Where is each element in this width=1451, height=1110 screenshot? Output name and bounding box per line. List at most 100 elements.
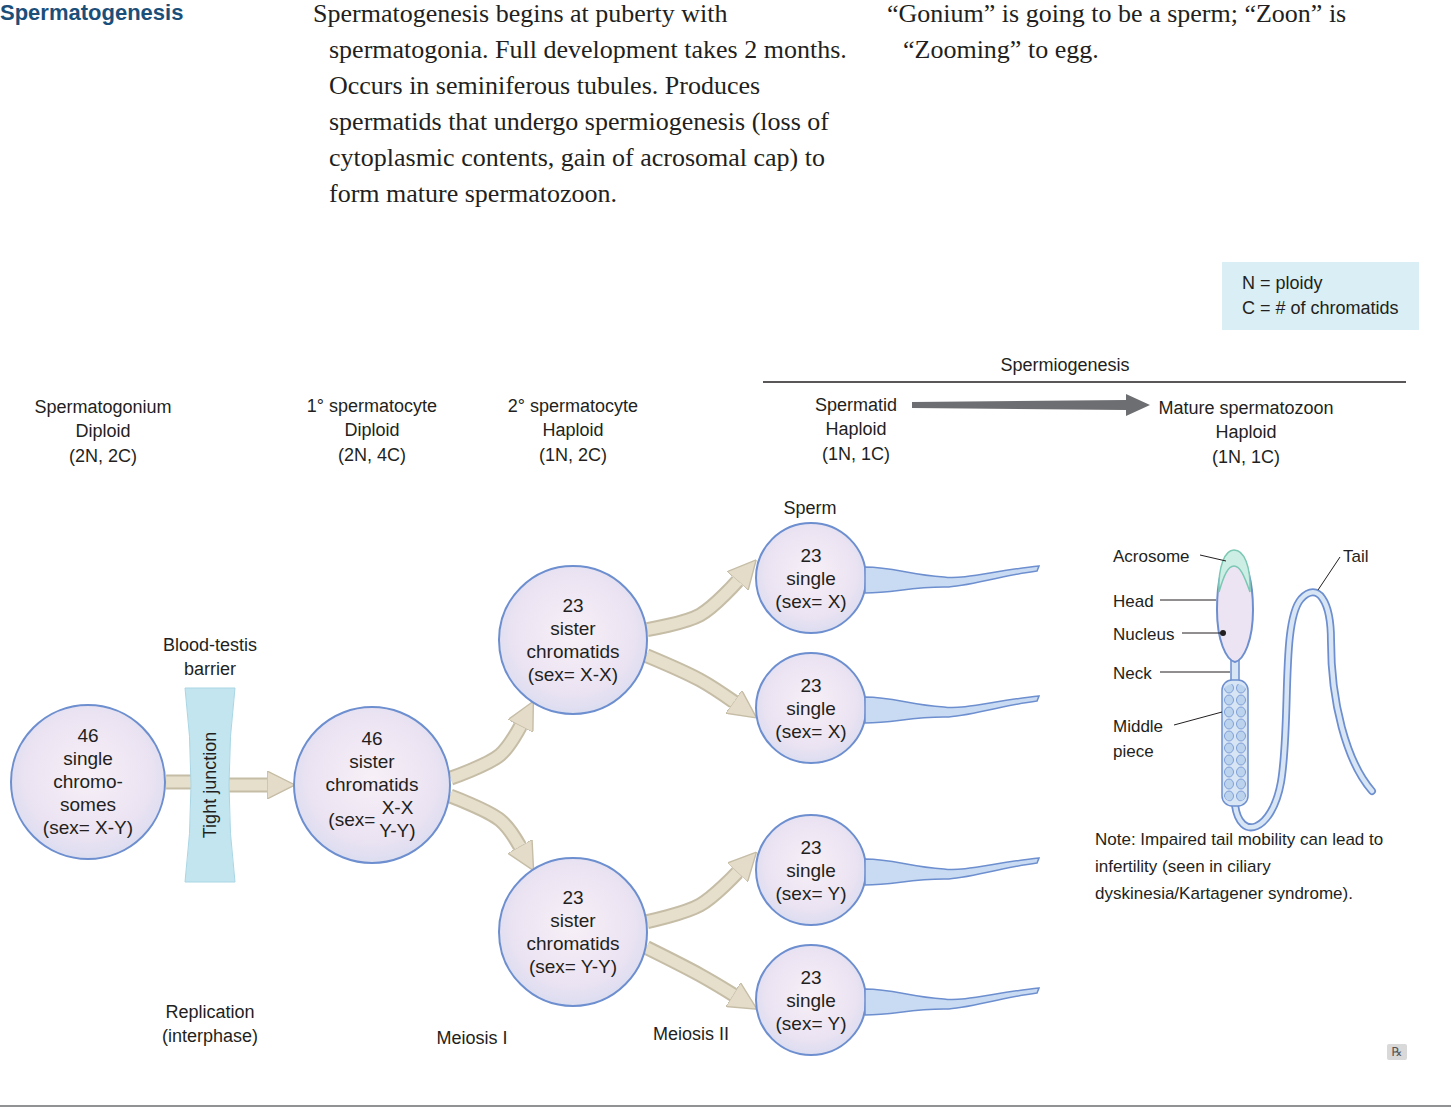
- meiosis-arrow: [647, 873, 737, 922]
- middle-piece-shape: [1222, 680, 1248, 806]
- node-text: Tight junction: [199, 732, 221, 838]
- arrow-outline: [647, 873, 737, 922]
- node-text: N = ploidy: [1242, 271, 1399, 296]
- publisher-mark: ℞: [1387, 1044, 1407, 1060]
- key-box: N = ploidyC = # of chromatids: [1222, 262, 1419, 330]
- ploidy-label: Haploid: [1136, 420, 1356, 444]
- arrow-outline: [646, 948, 733, 995]
- node-text: chromo-: [43, 770, 133, 793]
- arrow-body: [646, 656, 733, 702]
- sperm-cell: 23single(sex= X): [755, 652, 867, 764]
- arrow-body: [229, 779, 267, 790]
- node-text: sister: [527, 617, 620, 640]
- ploidy-label: Diploid: [13, 419, 193, 443]
- node-text: chromatids: [326, 773, 419, 796]
- part-name: Nucleus: [1113, 622, 1223, 647]
- flagellum-outline: [1235, 592, 1372, 827]
- meiosis-arrow: [646, 948, 733, 995]
- node-text: 23: [527, 886, 620, 909]
- node-text: (sex= Y-Y): [527, 955, 620, 978]
- chromatid-count: (1N, 2C): [483, 443, 663, 467]
- node-text: 46: [43, 724, 133, 747]
- node-text: single: [776, 859, 847, 882]
- node-text: (sex= X): [775, 590, 846, 613]
- node-text: (sex= X-Y): [43, 816, 133, 839]
- text-group: 23single(sex= X): [775, 674, 846, 743]
- sperm-label: Sperm: [760, 496, 860, 520]
- node-text: chromatids: [527, 932, 620, 955]
- part-name: Head: [1113, 589, 1223, 614]
- node-text: Y-Y): [379, 819, 415, 842]
- node-text: single: [775, 567, 846, 590]
- phase-label: Replication (interphase): [150, 1000, 270, 1048]
- text-group: 46singlechromo-somes(sex= X-Y): [43, 724, 133, 839]
- node-text: C = # of chromatids: [1242, 296, 1399, 321]
- cell-circle: 46singlechromo-somes(sex= X-Y): [10, 704, 166, 860]
- arrow-body: [166, 776, 191, 787]
- chromatid-count: (1N, 1C): [1136, 445, 1356, 469]
- node-text: single: [43, 747, 133, 770]
- title: Spermatogenesis: [0, 0, 183, 26]
- sperm-tail: [865, 988, 1039, 1015]
- node-text: 23: [776, 966, 847, 989]
- text-group: N = ploidyC = # of chromatids: [1242, 271, 1399, 321]
- cell-name: 2° spermatocyte: [483, 394, 663, 418]
- part-name: Acrosome: [1113, 544, 1223, 569]
- cell-name: 1° spermatocyte: [282, 394, 462, 418]
- text-group: 23sisterchromatids(sex= Y-Y): [527, 886, 620, 978]
- note-text: Note: Impaired tail mobility can lead to…: [1095, 826, 1440, 907]
- arrow-body: [647, 873, 737, 922]
- cell-name: Mature spermatozoon: [1136, 396, 1356, 420]
- bottom-rule: [0, 1105, 1451, 1107]
- node-text: single: [775, 697, 846, 720]
- node-text: 23: [775, 674, 846, 697]
- sperm-tail-layer: [863, 540, 1039, 620]
- node-text: somes: [43, 793, 133, 816]
- part-name: Tail: [1343, 544, 1403, 569]
- node-text: sister: [527, 909, 620, 932]
- leader-line: [1174, 712, 1222, 725]
- leader-line: [1182, 633, 1221, 634]
- chromatid-count: (1N, 1C): [786, 442, 926, 466]
- sex-column: X-XY-Y): [379, 796, 415, 842]
- meiosis-arrow: [450, 796, 520, 846]
- node-text: (sex= X-X): [527, 663, 620, 686]
- cell-circle: 46sisterchromatids(sex=X-XY-Y): [293, 706, 451, 864]
- meiosis-arrow: [229, 784, 267, 785]
- arrow-outline: [647, 581, 737, 630]
- text-group: 46sisterchromatids(sex=X-XY-Y): [326, 727, 419, 842]
- sperm-tail: [865, 566, 1039, 593]
- mitochondrial-sheath: [1223, 684, 1247, 802]
- leader-line: [1160, 672, 1230, 673]
- phase-label: Meiosis I: [412, 1026, 532, 1050]
- arrow-outline: [166, 774, 191, 789]
- leader-line: [1160, 600, 1216, 601]
- arrow-outline: [450, 796, 520, 846]
- text-group: 23single(sex= X): [775, 544, 846, 613]
- text-group: 23single(sex= Y): [776, 836, 847, 905]
- sperm-cell: 23single(sex= Y): [755, 814, 867, 926]
- description-text: Spermatogenesis begins at puberty with s…: [313, 0, 861, 212]
- maturation-arrow: [912, 394, 1150, 416]
- meiosis-arrow: [451, 726, 521, 778]
- node-text: (sex= Y): [776, 882, 847, 905]
- stage-heading: Spermiogenesis: [965, 353, 1165, 377]
- phase-label: Meiosis II: [631, 1022, 751, 1046]
- meiosis-arrow: [646, 656, 733, 702]
- arrow-body: [646, 948, 733, 995]
- leader-line: [1200, 555, 1226, 561]
- chromatid-count: (2N, 2C): [13, 444, 193, 468]
- arrow-outline: [646, 656, 733, 702]
- sperm-tail-layer: [863, 832, 1039, 912]
- sperm-tail: [865, 858, 1039, 885]
- leader-line: [1318, 557, 1340, 590]
- text-group: 23sisterchromatids(sex= X-X): [527, 594, 620, 686]
- sperm-cell: 23single(sex= X): [755, 522, 867, 634]
- meiosis-arrow: [166, 781, 191, 782]
- sperm-tail: [865, 696, 1039, 723]
- node-text: X-X: [379, 796, 415, 819]
- arrow-outline: [451, 726, 521, 778]
- node-text: (sex= Y): [776, 1012, 847, 1035]
- node-text: sister: [326, 750, 419, 773]
- chromatid-count: (2N, 4C): [282, 443, 462, 467]
